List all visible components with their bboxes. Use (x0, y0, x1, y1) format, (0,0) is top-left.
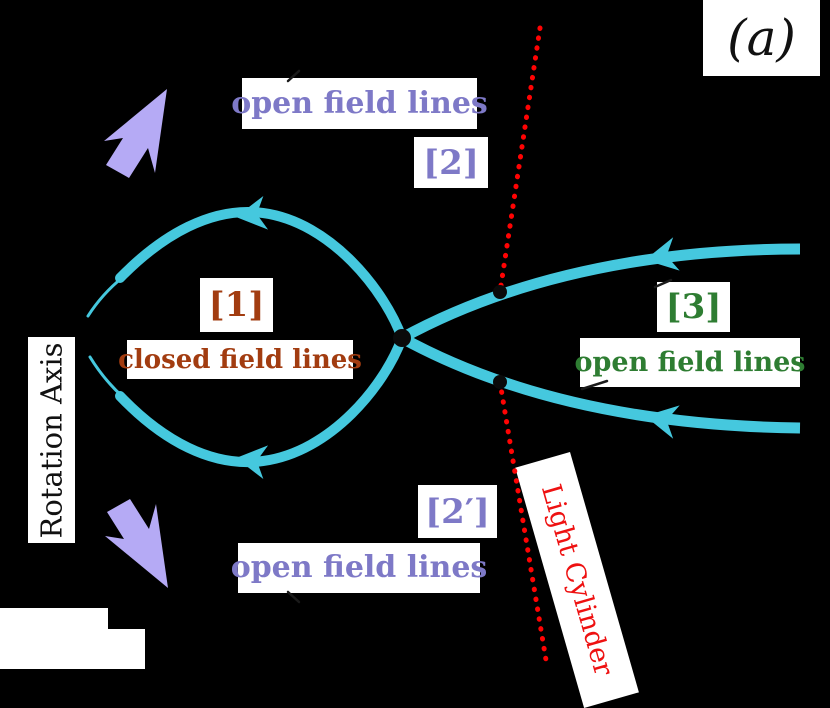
region-3-label: [3] (657, 282, 730, 332)
field-lines-canvas (86, 89, 801, 588)
region-2-label: [2] (414, 137, 488, 188)
closed-loop-lower-arc (115, 333, 407, 467)
closed-field-lines-text: closed field lines (118, 344, 362, 375)
rotation-arrow-up-icon (104, 89, 167, 178)
region-1-text: [1] (208, 285, 265, 325)
open-field-lines-top-text: open field lines (231, 85, 488, 121)
region-2-text: [2] (423, 142, 479, 183)
open-field-lines-top-label: open field lines (231, 78, 488, 129)
open-field-lines-bottom-label: open field lines (231, 543, 487, 593)
open-field-lines-right-label: open field lines (575, 338, 805, 387)
region-2-prime-text: [2′] (425, 491, 490, 532)
cropped-label-box-1 (0, 608, 108, 669)
open-field-lines-right-text: open field lines (574, 347, 806, 378)
upper-open-field-line (399, 243, 801, 343)
rotation-axis-text: Rotation Axis (34, 342, 69, 538)
cropped-label-box-2 (108, 629, 145, 669)
open-field-lines-bottom-text: open field lines (230, 550, 488, 585)
region-2-prime-label: [2′] (418, 485, 497, 538)
region-1-label: [1] (200, 278, 273, 332)
panel-a-label: (a) (703, 0, 820, 76)
region-3-text: [3] (665, 287, 722, 327)
rotation-arrow-down-icon (105, 499, 168, 588)
lower-open-field-line (399, 333, 801, 434)
closed-field-lines-label: closed field lines (118, 340, 362, 379)
arrowhead-closed-bottom-icon (236, 445, 269, 480)
closed-loop-upper-tip (86, 275, 125, 318)
arrowhead-open-lower-icon (645, 405, 680, 439)
arrowhead-closed-top-icon (236, 195, 269, 230)
rotation-axis-label: Rotation Axis (28, 337, 75, 543)
panel-a-text: (a) (727, 9, 796, 67)
arrowhead-open-upper-icon (645, 237, 680, 271)
closed-loop-upper-arc (115, 207, 407, 343)
